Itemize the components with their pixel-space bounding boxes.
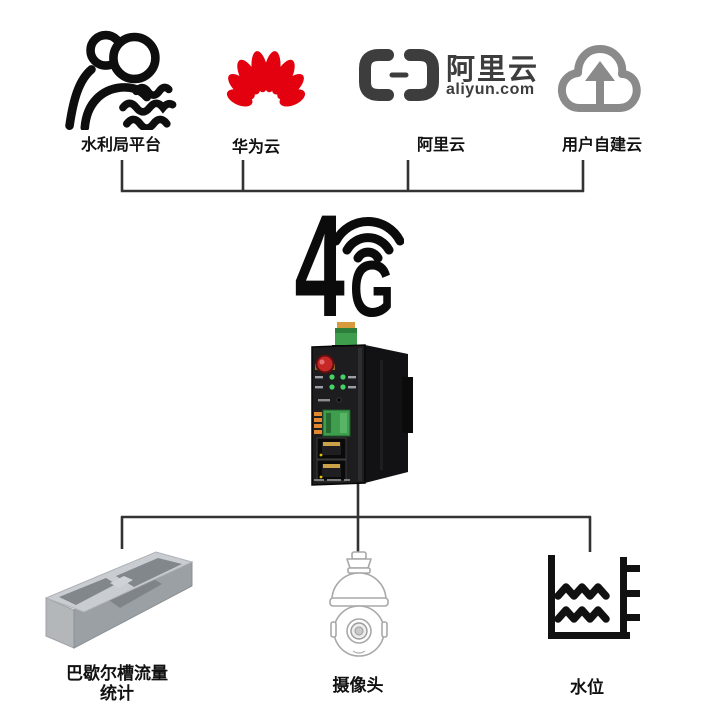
- aliyun-logo-text: 阿里云: [446, 54, 540, 86]
- camera-label: 摄像头: [332, 676, 384, 695]
- status-leds: [315, 374, 356, 390]
- parshall-flume-label: 巴歇尔槽流量 统计: [66, 664, 168, 704]
- water-bureau-platform-item: [60, 26, 184, 130]
- reset-hole: [318, 397, 342, 403]
- io-terminal-block: [314, 409, 351, 437]
- 4g-network-symbol: 4 G: [292, 203, 404, 321]
- router-side-panel: [365, 345, 408, 483]
- antenna-tip: [337, 322, 355, 329]
- aliyun-domain-text: aliyun.com: [446, 81, 535, 98]
- up-arrow: [585, 61, 615, 108]
- huawei-cloud-item: [226, 38, 306, 114]
- cloud-uplink-connector: [120, 160, 585, 193]
- water-level-tank-icon: [548, 555, 640, 639]
- digit-4: 4: [294, 203, 344, 321]
- aliyun-cloud-label: 阿里云: [416, 137, 466, 154]
- aliyun-brackets-icon: [359, 49, 439, 101]
- user-built-cloud-label: 用户自建云: [561, 137, 643, 154]
- parshall-flume-label-line1: 巴歇尔槽流量: [66, 664, 168, 683]
- ptz-camera-image: [323, 551, 395, 659]
- water-level-label: 水位: [570, 678, 604, 697]
- device-downlink-connector: [120, 483, 592, 552]
- aliyun-cloud-item: 阿里云 aliyun.com: [358, 48, 538, 104]
- cloud-upload-icon: [557, 45, 641, 112]
- router-print: [314, 479, 350, 481]
- water-bureau-platform-label: 水利局平台: [80, 137, 162, 154]
- parshall-flume-image: [40, 546, 200, 658]
- wifi-arcs: [331, 217, 404, 263]
- huawei-cloud-label: 华为云: [231, 139, 281, 156]
- parshall-flume-label-line2: 统计: [100, 684, 134, 703]
- user-built-cloud-item: [552, 34, 648, 120]
- din-rail-clip: [402, 377, 413, 433]
- huawei-logo-icon: [226, 51, 306, 107]
- people-waves-icon: [65, 30, 177, 130]
- ethernet-ports: [316, 437, 347, 482]
- antenna-connector: [315, 354, 335, 374]
- water-waves: [554, 583, 610, 623]
- 4g-wifi-icon: 4 G: [294, 203, 404, 321]
- water-level-image: [540, 553, 644, 645]
- 4g-router-image: [288, 320, 418, 488]
